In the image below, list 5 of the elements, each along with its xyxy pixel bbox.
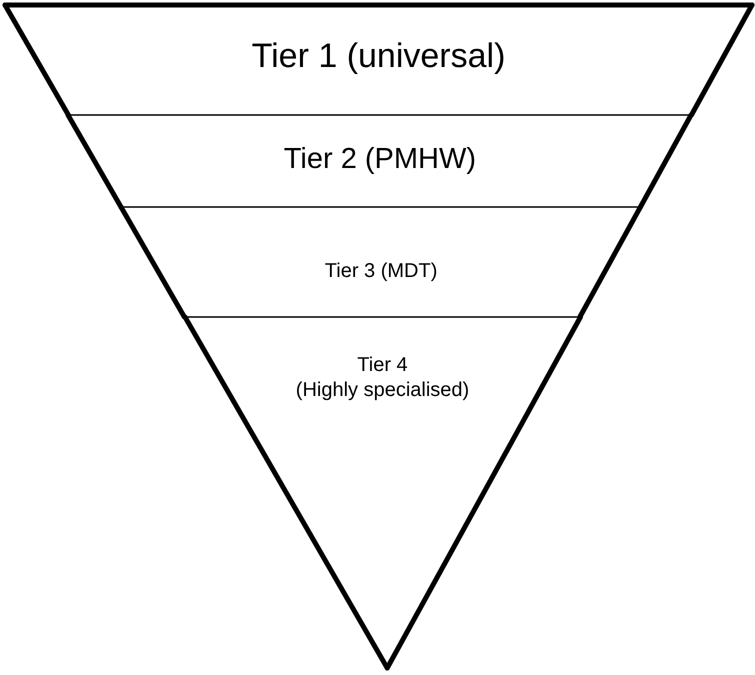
tier-label: Tier 4 [357,353,408,378]
tier-label: Tier 2 (PMHW) [284,142,476,177]
tier-label: (Highly specialised) [296,378,470,403]
tier-label: Tier 3 (MDT) [324,259,438,284]
tier-label: Tier 1 (universal) [252,36,506,77]
